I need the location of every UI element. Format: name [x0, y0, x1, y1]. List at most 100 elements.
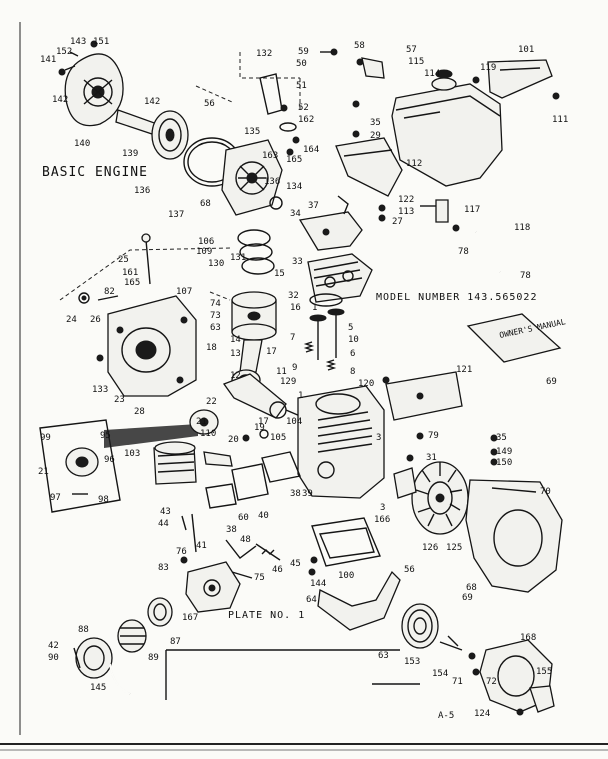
part-number-label: 46 [272, 565, 283, 575]
guide-line [59, 247, 231, 301]
part-number-label: 6 [350, 349, 355, 359]
part-number-label: 139 [122, 149, 138, 159]
part-number-label: 121 [456, 365, 472, 375]
part-number-label: 1 [312, 303, 317, 313]
air-cleaner [73, 597, 173, 695]
part-number-label: 56 [404, 565, 415, 575]
part-number-label: 51 [296, 81, 307, 91]
part-number-label: 98 [98, 495, 109, 505]
part-number-label: 9 [292, 363, 297, 373]
part-number-label: 75 [254, 573, 265, 583]
part-number-label: 99 [40, 433, 51, 443]
part-number-label: 136 [134, 186, 150, 196]
part-number-label: 7 [290, 333, 295, 343]
grass-screen [401, 603, 439, 649]
part-number-label: 132 [256, 49, 272, 59]
part-number-label: 15 [274, 269, 285, 279]
part-number-label: 17 [258, 417, 269, 427]
part-number-label: 58 [354, 41, 365, 51]
dipstick [145, 239, 151, 285]
part-number-label: 70 [540, 487, 551, 497]
part-number-label: 143 [70, 37, 86, 47]
part-number-label: 88 [78, 625, 89, 635]
part-number-label: 50 [296, 59, 307, 69]
part-number-label: 44 [158, 519, 169, 529]
recoil-starter [479, 639, 555, 713]
part-number-label: 113 [398, 207, 414, 217]
carburetor [185, 561, 253, 613]
part-number-label: 142 [144, 97, 160, 107]
part-number-label: 21 [38, 467, 49, 477]
part-number-label: 27 [392, 217, 403, 227]
piston [231, 291, 277, 341]
part-number-label: 142 [52, 95, 68, 105]
part-number-label: 19 [254, 423, 265, 433]
part-number-label: 23 [114, 395, 125, 405]
part-number-label: 122 [398, 195, 414, 205]
part-number-label: 90 [48, 653, 59, 663]
throttle-rod [191, 513, 197, 553]
part-number-label: 110 [200, 429, 216, 439]
crankshaft [222, 373, 301, 419]
part-number-label: 120 [358, 379, 374, 389]
part-number-label: 167 [182, 613, 198, 623]
part-number-label: 74 [210, 299, 221, 309]
part-number-label: 162 [298, 115, 314, 125]
part-number-label: 97 [50, 493, 61, 503]
plate-label: PLATE NO. 1 [228, 610, 305, 621]
part-number-label: 5 [348, 323, 353, 333]
part-number-label: 152 [56, 47, 72, 57]
part-number-label: 151 [93, 37, 109, 47]
part-number-label: 163 [262, 151, 278, 161]
fuel-valve [435, 199, 449, 223]
part-number-label: 104 [286, 417, 302, 427]
part-number-label: 38 [226, 525, 237, 535]
tank-bracket [335, 137, 403, 197]
flywheel-housing-group [58, 40, 189, 160]
oil-filter [153, 441, 233, 485]
part-number-label: 68 [200, 199, 211, 209]
part-number-label: 111 [552, 115, 568, 125]
part-number-label: 60 [238, 513, 249, 523]
part-number-label: 126 [422, 543, 438, 553]
part-number-label: 87 [170, 637, 181, 647]
part-number-label: 8 [350, 367, 355, 377]
part-number-label: 149 [496, 447, 512, 457]
part-number-label: 43 [160, 507, 171, 517]
part-number-label: 68 [466, 583, 477, 593]
part-number-label: 28 [134, 407, 145, 417]
part-number-label: 82 [104, 287, 115, 297]
part-number-label: 153 [404, 657, 420, 667]
diagram-title: BASIC ENGINE [42, 165, 148, 180]
part-number-label: 129 [280, 377, 296, 387]
part-number-label: 166 [374, 515, 390, 525]
part-number-label: 57 [406, 45, 417, 55]
page-reference: A-5 [438, 711, 454, 721]
guide-line [209, 291, 231, 301]
part-number-label: 114 [424, 69, 440, 79]
part-number-label: 35 [370, 118, 381, 128]
governor-gear-inset [39, 419, 121, 513]
baffle-plate [385, 371, 463, 421]
magneto [393, 467, 417, 499]
part-number-label: 109 [196, 247, 212, 257]
part-number-label: 100 [338, 571, 354, 581]
head-gasket [309, 293, 343, 307]
model-number: MODEL NUMBER 143.565022 [376, 292, 537, 303]
part-number-label: 78 [458, 247, 469, 257]
base-gasket [311, 517, 381, 567]
part-number-label: 32 [288, 291, 299, 301]
piston-rings [237, 229, 275, 275]
part-number-label: 78 [520, 271, 531, 281]
part-number-label: 14 [230, 335, 241, 345]
part-number-label: 140 [74, 139, 90, 149]
part-number-label: 96 [104, 455, 115, 465]
part-number-label: 134 [286, 182, 302, 192]
part-number-label: 155 [536, 667, 552, 677]
part-number-label: 21 [196, 417, 207, 427]
part-number-label: 145 [90, 683, 106, 693]
part-number-label: 131 [230, 253, 246, 263]
part-number-label: 141 [40, 55, 56, 65]
